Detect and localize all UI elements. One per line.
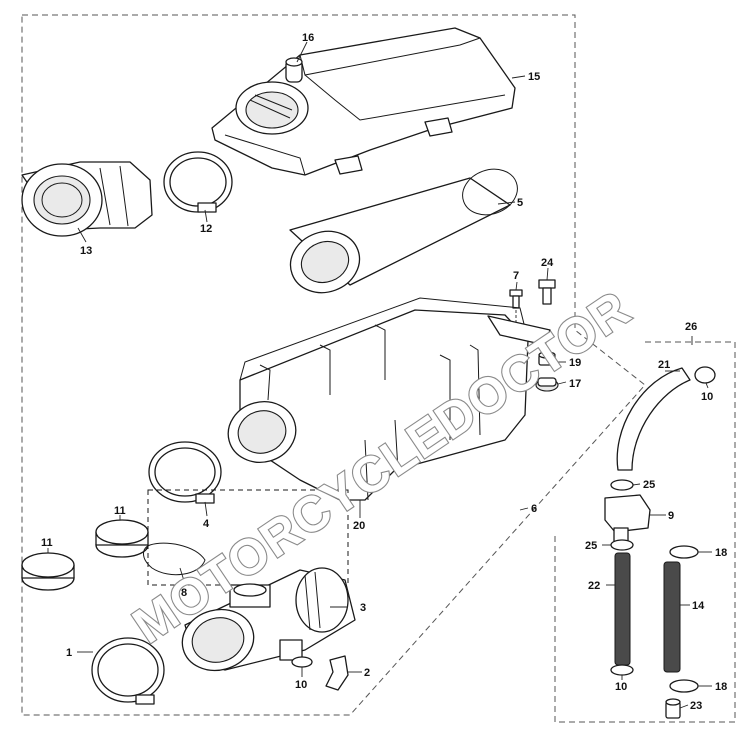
part-cap-11-upper <box>95 519 149 558</box>
callout-18-upper: 18 <box>715 547 727 559</box>
callout-15: 15 <box>528 71 540 83</box>
part-clip-10-right <box>610 664 634 676</box>
part-nut-19 <box>538 351 556 366</box>
part-airbox-lid <box>211 27 516 176</box>
callout-16: 16 <box>302 32 314 44</box>
callout-10-duct: 10 <box>295 679 307 691</box>
callout-17: 17 <box>569 378 581 390</box>
part-clip-18-upper <box>669 545 699 559</box>
callout-25-upper: 25 <box>643 479 655 491</box>
part-clip-10-upper <box>694 366 716 384</box>
callout-4: 4 <box>203 518 210 530</box>
callout-25-lower: 25 <box>585 540 597 552</box>
part-intake-snorkel <box>21 161 153 237</box>
part-drain-valve <box>604 494 651 543</box>
callout-21: 21 <box>658 359 670 371</box>
callout-14: 14 <box>692 600 705 612</box>
part-screw-7 <box>509 289 523 330</box>
callout-12: 12 <box>200 223 212 235</box>
part-hose-clamp-12 <box>163 151 233 213</box>
part-clip-10-lower <box>291 656 313 668</box>
callout-11-lower: 11 <box>41 537 53 549</box>
assembly-frame-main <box>21 14 646 716</box>
callout-10-drain-bottom: 10 <box>615 681 627 693</box>
part-hose-clamp-4 <box>148 441 222 504</box>
part-hose-clamp-1 <box>91 637 165 705</box>
part-grommet-17 <box>535 377 559 392</box>
assembly-frame-drain <box>554 341 736 723</box>
part-clip-25-lower <box>610 539 634 551</box>
callout-8: 8 <box>181 587 187 599</box>
callout-2: 2 <box>364 667 370 679</box>
part-elbow-fitting <box>325 655 349 691</box>
part-seal-ring-8 <box>143 489 349 586</box>
part-airbox-body <box>227 297 551 501</box>
callout-3: 3 <box>360 602 366 614</box>
callout-22: 22 <box>588 580 600 592</box>
part-hose-21 <box>616 367 691 471</box>
callout-9: 9 <box>668 510 674 522</box>
callout-5: 5 <box>517 197 523 209</box>
callout-23: 23 <box>690 700 702 712</box>
callout-labels: 16 15 13 12 5 7 24 19 17 20 4 6 11 11 8 … <box>41 32 727 712</box>
part-clip-18-lower <box>669 679 699 693</box>
callout-18-lower: 18 <box>715 681 727 693</box>
part-bolt-24 <box>538 279 556 305</box>
part-clip-25-upper <box>610 479 634 491</box>
callout-11-upper: 11 <box>114 505 126 517</box>
part-cap-11-lower <box>21 552 75 591</box>
callout-13: 13 <box>80 245 92 257</box>
callout-26: 26 <box>685 321 697 333</box>
callout-7: 7 <box>513 270 519 282</box>
callout-6: 6 <box>531 503 537 515</box>
part-tube-14 <box>663 561 681 673</box>
part-plug-23 <box>665 698 681 719</box>
part-intake-duct <box>181 567 356 672</box>
callout-1: 1 <box>66 647 72 659</box>
callout-24: 24 <box>541 257 554 269</box>
callout-20: 20 <box>353 520 365 532</box>
callout-19: 19 <box>569 357 581 369</box>
leader-lines <box>47 41 712 709</box>
callout-10-drain-top: 10 <box>701 391 713 403</box>
part-breather-nipple <box>285 57 303 83</box>
part-air-filter <box>289 168 518 294</box>
part-tube-22 <box>614 552 631 666</box>
